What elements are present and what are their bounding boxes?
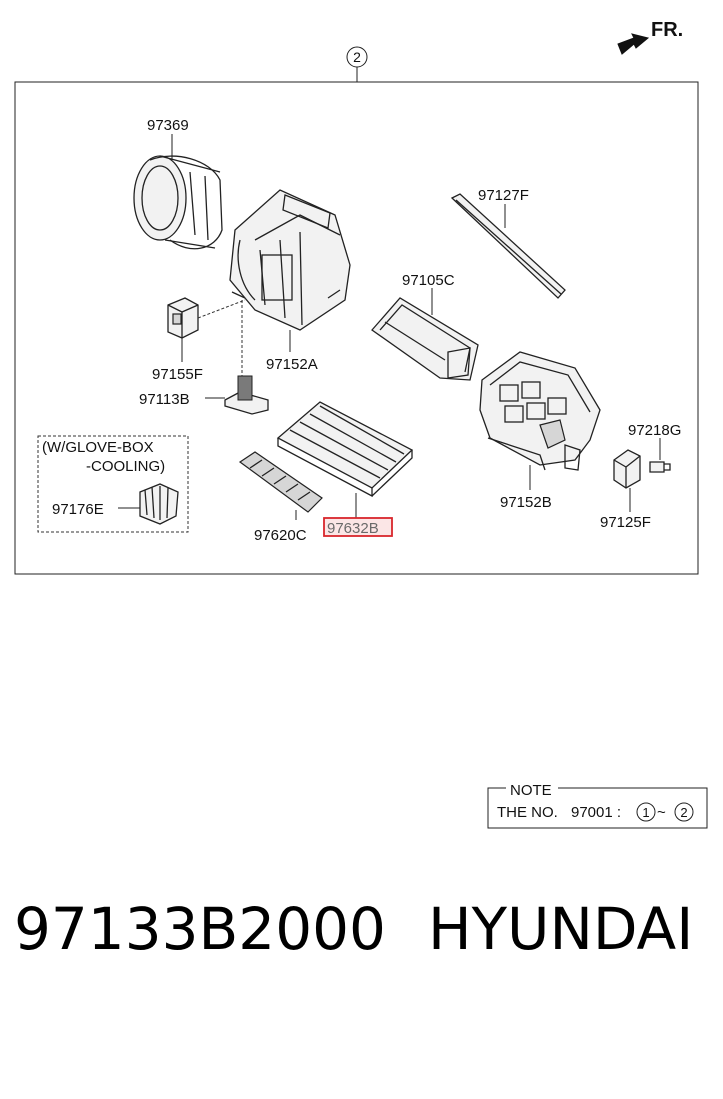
part-97125F-actuator	[613, 449, 641, 489]
label-97155F: 97155F	[152, 366, 203, 383]
part-97632B-cabin-filter	[276, 401, 414, 498]
note-title: NOTE	[510, 782, 552, 799]
label-97218G: 97218G	[628, 422, 681, 439]
note-text: THE NO.	[497, 804, 558, 821]
note-range-separator: ~	[657, 804, 666, 821]
label-97125F: 97125F	[600, 514, 651, 531]
part-97620C-inlet-grille	[238, 451, 323, 513]
option-box-line1: (W/GLOVE-BOX	[42, 439, 154, 456]
part-97152A-blower-case	[229, 189, 351, 331]
group-marker-number: 2	[353, 49, 361, 65]
label-97369: 97369	[147, 117, 189, 134]
assembly-frame	[14, 81, 699, 575]
note-title-gap	[506, 782, 558, 794]
part-97113B-resistor	[224, 375, 269, 415]
note-to-marker-circle	[674, 802, 694, 822]
option-box-line2: -COOLING)	[86, 458, 165, 475]
part-97152B-lower-case	[479, 351, 601, 471]
note-from-marker-circle	[636, 802, 656, 822]
label-97152B: 97152B	[500, 494, 552, 511]
note-to-marker: 2	[680, 805, 687, 820]
label-97105C: 97105C	[402, 272, 455, 289]
note-box	[487, 787, 708, 829]
highlight-box-97632B	[323, 517, 393, 537]
label-97127F: 97127F	[478, 187, 529, 204]
label-97632B: 97632B	[327, 520, 379, 537]
product-caption: 97133B2000 HYUNDAI	[0, 895, 723, 985]
caption-brand: HYUNDAI	[428, 895, 694, 963]
front-direction-label: FR.	[651, 19, 683, 41]
dash-97155F	[197, 299, 246, 319]
label-97152A: 97152A	[266, 356, 318, 373]
note-part-number: 97001 :	[571, 804, 621, 821]
label-97113B: 97113B	[139, 391, 190, 408]
option-box-glovebox	[37, 435, 189, 533]
parts-diagram: FR. 2 97369 97152A 97127F	[14, 19, 708, 829]
part-97155F-actuator	[167, 297, 199, 339]
part-97369-intake-duct	[133, 155, 223, 250]
part-97127F-seal-strip	[450, 193, 566, 299]
part-97105C-filter-cover	[371, 297, 479, 381]
part-97176E-resistor	[139, 483, 179, 525]
note-from-marker: 1	[642, 805, 649, 820]
caption-part-number: 97133B2000	[14, 895, 386, 963]
label-97176E: 97176E	[52, 501, 104, 518]
label-97620C: 97620C	[254, 527, 307, 544]
part-97218G-screw	[649, 461, 671, 473]
front-direction-arrow-icon	[617, 33, 650, 55]
